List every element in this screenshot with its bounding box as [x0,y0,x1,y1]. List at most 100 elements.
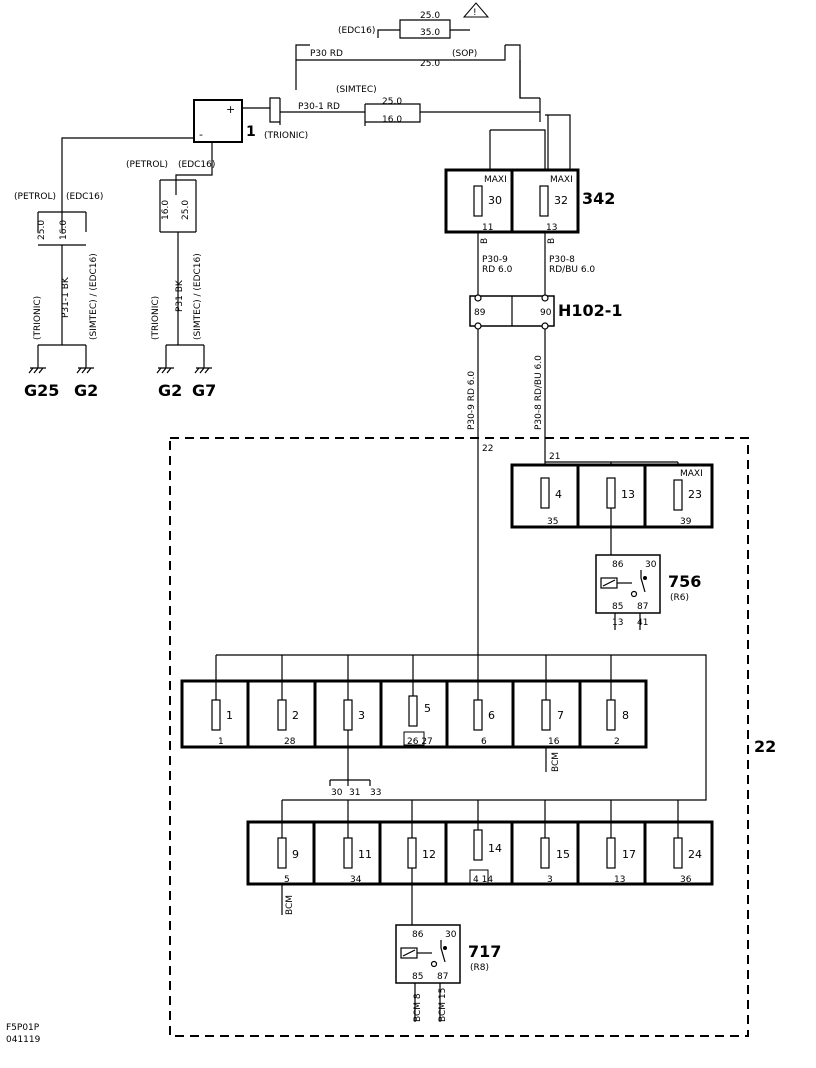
gl-w25: 25.0 [37,220,47,240]
bcm-row2: BCM [285,895,295,915]
fuse-row1-2: 2 28 [277,699,299,747]
fuse-32: 32 [554,194,568,207]
r717-out-a: BCM 8 [413,993,423,1022]
pin-11: 11 [482,223,493,233]
fuse-4: 4 35 [540,477,562,527]
footer: F5P01P 041119 [6,1023,41,1045]
fuse-1-pin: 1 [218,737,224,747]
fuse-2-pin: 28 [284,737,296,747]
fuse-15-pin: 3 [547,875,553,885]
vwire-right: P30-8 RD/BU 6.0 [534,355,544,430]
gm-ground-a: G2 [158,381,182,400]
wire-b-left: B [480,238,490,244]
gm-trionic: (TRIONIC) [151,296,161,340]
fuse-23-pin: 39 [680,517,692,527]
battery-ref: 1 [246,124,256,140]
label-edc16-top: (EDC16) [338,26,375,36]
r717-ref: 717 [468,942,501,961]
fuse-5-pin: 26 27 [407,737,433,747]
fuse-15-num: 15 [556,848,570,861]
fuse-row2-9: 9 5 BCM [277,837,299,915]
fusebox-ref: 22 [754,737,776,756]
r717-p30: 30 [445,930,457,940]
label-wire-16: 16.0 [382,115,402,125]
battery-section: + - 1 (TRIONIC) (SIMTEC) P30-1 RD 25.0 1… [193,2,571,170]
battery-minus: - [199,128,203,141]
gl-ground-a: G25 [24,381,59,400]
fuse-23: MAXI 23 39 [673,469,703,527]
gl-edc16: (EDC16) [66,192,103,202]
gl-ground-b: G2 [74,381,98,400]
fuse-8-num: 8 [622,709,629,722]
gl-trionic: (TRIONIC) [33,296,43,340]
fuse-9-pin: 5 [284,875,290,885]
fuse-24-pin: 36 [680,875,692,885]
fuse-13: 13 [606,477,635,555]
gm-simtec: (SIMTEC) / (EDC16) [193,253,203,340]
r756-out-b: 41 [637,618,648,628]
fuse-4-num: 4 [555,488,562,501]
fusebox-pin-22: 22 [482,444,493,454]
fuse-7-num: 7 [557,709,564,722]
bcm-row1: BCM [551,752,561,772]
r756-ref: 756 [668,572,701,591]
conn-pin-89: 89 [474,308,486,318]
fuse-7-pin: 16 [548,737,560,747]
fuse-13-num: 13 [621,488,635,501]
fusebox-pin-21: 21 [549,452,560,462]
fuse-11-pin: 34 [350,875,362,885]
fuse-23-num: 23 [688,488,702,501]
gm-petrol: (PETROL) [126,160,168,170]
warning-mark: ! [473,8,477,18]
label-wire-35: 35.0 [420,28,440,38]
battery-variant: (TRIONIC) [264,131,308,141]
r717-p86: 86 [412,930,424,940]
gm-edc16: (EDC16) [178,160,215,170]
footer-code: F5P01P [6,1023,40,1033]
r756-p30: 30 [645,560,657,570]
wire-p30-8: P30-8 [549,255,575,265]
fuse-row1-7: 7 16 BCM [541,699,564,772]
fuse-17-pin: 13 [614,875,625,885]
ground-mid-section: (PETROL) (EDC16) 16.0 25.0 P31 BK (TRION… [126,142,216,400]
gl-petrol: (PETROL) [14,192,56,202]
r756-p86: 86 [612,560,624,570]
fuse-1-num: 1 [226,709,233,722]
fuse-6-num: 6 [488,709,495,722]
gl-simtec: (SIMTEC) / (EDC16) [89,253,99,340]
fuse-23-maxi: MAXI [680,469,703,479]
gm-wire: P31 BK [175,279,185,312]
fuse-row2-14: 14 4 14 [469,829,502,885]
fuse-24-num: 24 [688,848,702,861]
fuse-14-num: 14 [488,842,502,855]
vwire-left: P30-9 RD 6.0 [467,371,477,430]
fuse-6-pin: 6 [481,737,487,747]
label-sop: (SOP) [452,49,477,59]
fuse-row1-5: 5 26 27 [403,695,433,747]
relay-756: 86 30 85 87 13 41 756 (R6) [595,554,701,630]
fuse-8-pin: 2 [614,737,620,747]
fuse-2-num: 2 [292,709,299,722]
battery [193,99,243,143]
fusebox-22: 22 22 21 4 35 13 MAXI 23 39 86 30 [169,437,776,1037]
label-wire-25b: 25.0 [420,59,440,69]
fuse-17-num: 17 [622,848,636,861]
fuse-4-pin: 35 [547,517,558,527]
label-wire-25c: 25.0 [382,97,402,107]
warning-triangle-icon [462,2,490,18]
fuse-11-num: 11 [358,848,372,861]
r756-out-a: 13 [612,618,623,628]
label-wire-25a: 25.0 [420,11,440,21]
relay-717: 86 30 85 87 BCM 8 BCM 15 717 (R8) [395,924,501,1022]
fuse-3-num: 3 [358,709,365,722]
row1-pin-30: 30 [331,788,343,798]
maxi-fuse-342: MAXI MAXI 30 32 11 13 342 B B P30-9 RD 6… [444,168,615,300]
r717-type: (R8) [470,963,489,973]
battery-plus: + [226,103,235,116]
fuse-9-num: 9 [292,848,299,861]
connector-h102-1: 89 90 H102-1 P30-9 RD 6.0 P30-8 RD/BU 6.… [467,294,623,655]
fuse-row1-6: 6 6 [473,699,495,747]
fuse-row1-1: 1 1 [211,699,233,747]
wire-p30-9: P30-9 [482,255,508,265]
